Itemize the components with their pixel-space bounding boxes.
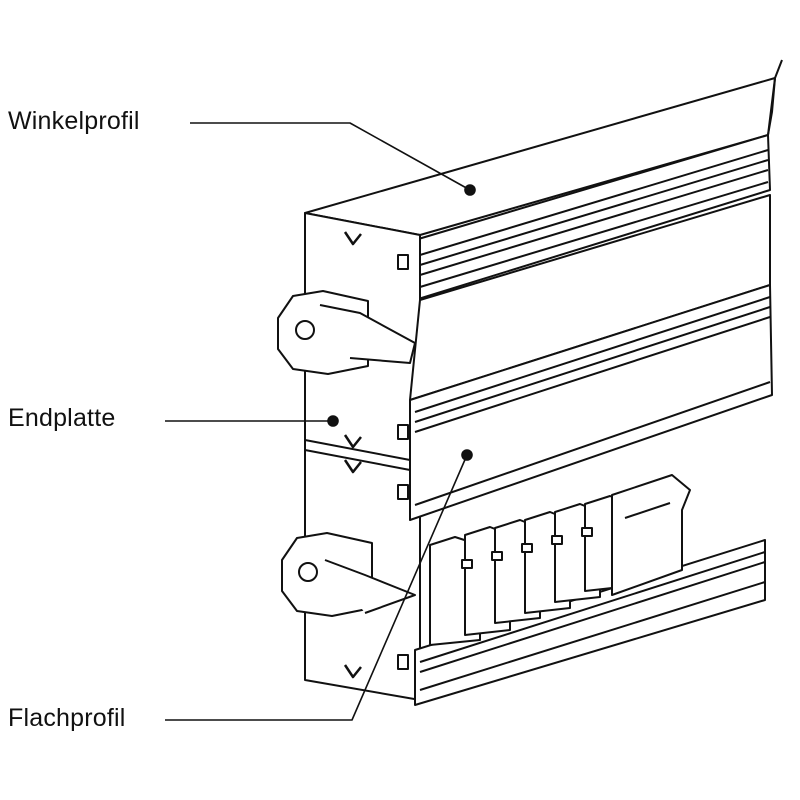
mounting-clamps <box>277 290 416 617</box>
label-endplatte: Endplatte <box>8 404 116 432</box>
flachprofil-shape <box>409 194 773 521</box>
endplatte-shape <box>304 212 421 701</box>
label-flachprofil: Flachprofil <box>8 704 126 732</box>
leader-lines <box>165 122 476 721</box>
circuit-breakers <box>429 474 691 646</box>
winkelprofil-shape <box>304 59 783 301</box>
label-winkelprofil: Winkelprofil <box>8 107 140 135</box>
